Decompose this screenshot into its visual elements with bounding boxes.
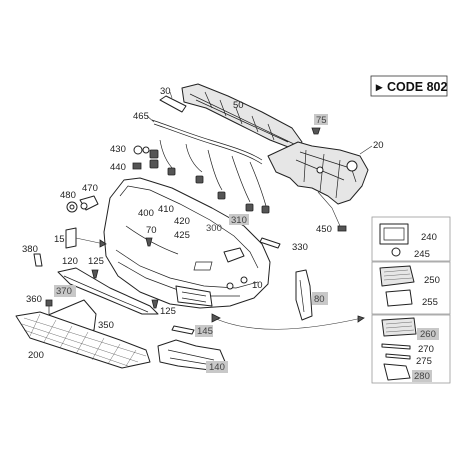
label-425: 425 bbox=[174, 230, 190, 241]
code-label: ▸ CODE 802 bbox=[370, 75, 447, 97]
label-70: 70 bbox=[146, 225, 157, 236]
label-15: 15 bbox=[54, 234, 65, 245]
part-450-screw bbox=[317, 191, 347, 232]
label-120: 120 bbox=[62, 256, 78, 267]
label-380: 380 bbox=[22, 244, 38, 255]
label-310: 310 bbox=[231, 215, 247, 226]
part-20-bracket bbox=[267, 141, 373, 205]
part-250-255 bbox=[379, 265, 415, 307]
label-140: 140 bbox=[209, 362, 225, 373]
label-410: 410 bbox=[158, 204, 174, 215]
label-440: 440 bbox=[110, 162, 126, 173]
label-30: 30 bbox=[160, 86, 171, 97]
part-labels: 20 30 50 75 465 430 440 480 470 400 410 … bbox=[22, 86, 440, 382]
label-75: 75 bbox=[316, 115, 327, 126]
label-420: 420 bbox=[174, 216, 190, 227]
label-430: 430 bbox=[110, 144, 126, 155]
label-200: 200 bbox=[28, 350, 44, 361]
part-125-fasteners bbox=[91, 269, 159, 309]
part-480-470 bbox=[66, 195, 99, 213]
label-400: 400 bbox=[138, 208, 154, 219]
label-330: 330 bbox=[292, 242, 308, 253]
part-145 bbox=[171, 325, 213, 337]
label-350: 350 bbox=[98, 320, 114, 331]
part-360-screw bbox=[45, 299, 53, 314]
label-125b: 125 bbox=[160, 306, 176, 317]
label-250: 250 bbox=[424, 275, 440, 286]
pointer-arrows bbox=[211, 313, 365, 330]
code-arrow-icon: ▸ bbox=[375, 80, 384, 94]
label-240: 240 bbox=[421, 232, 437, 243]
label-10: 10 bbox=[252, 280, 263, 291]
label-125a: 125 bbox=[88, 256, 104, 267]
label-300: 300 bbox=[206, 223, 222, 234]
part-75-clip bbox=[311, 127, 321, 135]
label-480: 480 bbox=[60, 190, 76, 201]
label-245: 245 bbox=[414, 249, 430, 260]
part-70 bbox=[145, 237, 153, 247]
part-330 bbox=[259, 237, 281, 249]
label-360: 360 bbox=[26, 294, 42, 305]
label-465: 465 bbox=[133, 111, 149, 122]
label-50: 50 bbox=[233, 100, 244, 111]
label-470: 470 bbox=[82, 183, 98, 194]
part-380 bbox=[33, 253, 43, 267]
code-text: CODE 802 bbox=[387, 80, 447, 94]
label-450: 450 bbox=[316, 224, 332, 235]
part-260-280 bbox=[381, 317, 439, 382]
label-280: 280 bbox=[414, 371, 430, 382]
label-255: 255 bbox=[422, 297, 438, 308]
part-430-sensor bbox=[132, 145, 150, 170]
part-200-grille bbox=[15, 311, 151, 369]
part-10-bumper-cover bbox=[103, 177, 271, 309]
label-260: 260 bbox=[420, 329, 436, 340]
part-15 bbox=[65, 227, 107, 249]
label-145: 145 bbox=[197, 326, 213, 337]
part-370 bbox=[54, 285, 76, 297]
variant-panels bbox=[371, 216, 451, 384]
label-370: 370 bbox=[56, 286, 72, 297]
part-140 bbox=[157, 339, 228, 373]
label-275: 275 bbox=[416, 356, 432, 367]
part-240-245 bbox=[379, 223, 409, 257]
part-30-strip bbox=[159, 91, 187, 113]
part-465-harness bbox=[146, 115, 270, 214]
label-80: 80 bbox=[314, 294, 325, 305]
part-120-spoiler bbox=[57, 267, 159, 315]
part-80 bbox=[295, 269, 328, 321]
label-270: 270 bbox=[418, 344, 434, 355]
label-20: 20 bbox=[373, 140, 384, 151]
